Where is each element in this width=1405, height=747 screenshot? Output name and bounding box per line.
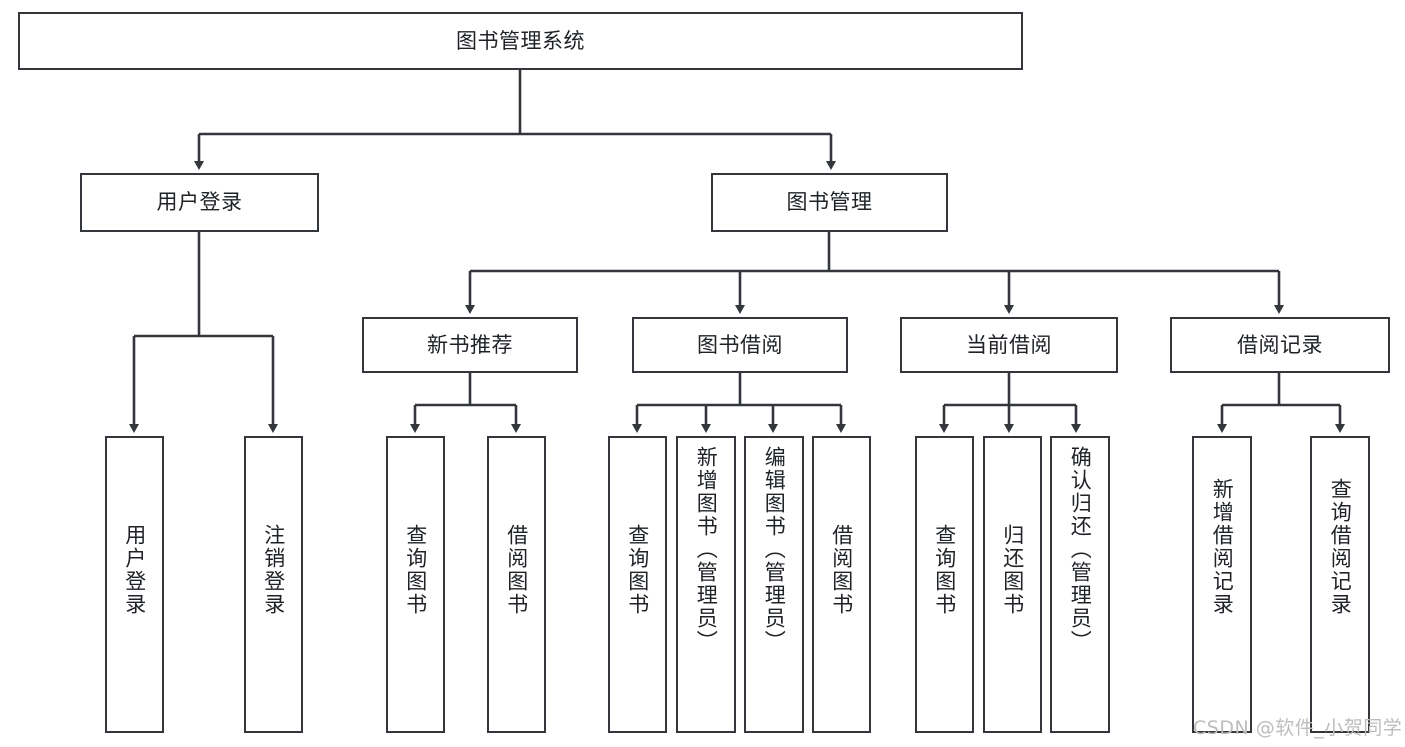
node-leaf-add-book-label: 新增图书（管理员） (694, 446, 719, 653)
node-leaf-query-book-1[interactable]: 查询图书 (386, 436, 445, 733)
node-leaf-return-book[interactable]: 归还图书 (983, 436, 1042, 733)
node-book-borrow[interactable]: 图书借阅 (632, 317, 848, 373)
node-leaf-edit-book-label: 编辑图书（管理员） (762, 446, 787, 653)
node-leaf-logout-label: 注销登录 (261, 524, 286, 616)
node-current-borrow[interactable]: 当前借阅 (900, 317, 1118, 373)
node-leaf-user-login[interactable]: 用户登录 (105, 436, 164, 733)
node-leaf-add-record[interactable]: 新增借阅记录 (1192, 436, 1252, 733)
node-leaf-query-book-3-label: 查询图书 (932, 524, 957, 616)
node-borrow-record-label: 借阅记录 (1237, 332, 1323, 357)
node-leaf-return-book-label: 归还图书 (1000, 524, 1025, 616)
node-leaf-query-record[interactable]: 查询借阅记录 (1310, 436, 1370, 733)
node-leaf-borrow-book-1[interactable]: 借阅图书 (487, 436, 546, 733)
node-leaf-query-book-1-label: 查询图书 (403, 524, 428, 616)
node-leaf-confirm-return[interactable]: 确认归还（管理员） (1050, 436, 1110, 733)
node-root-label: 图书管理系统 (456, 28, 585, 53)
node-leaf-borrow-book-2[interactable]: 借阅图书 (812, 436, 871, 733)
node-leaf-edit-book[interactable]: 编辑图书（管理员） (744, 436, 804, 733)
node-new-book-rec[interactable]: 新书推荐 (362, 317, 578, 373)
watermark-text: CSDN @软件_小贺同学 (1193, 717, 1403, 739)
node-user-login-label: 用户登录 (156, 190, 243, 215)
node-leaf-add-record-label: 新增借阅记录 (1210, 478, 1235, 616)
node-book-borrow-label: 图书借阅 (697, 332, 783, 357)
node-borrow-record[interactable]: 借阅记录 (1170, 317, 1390, 373)
node-leaf-borrow-book-2-label: 借阅图书 (829, 524, 854, 616)
node-leaf-logout[interactable]: 注销登录 (244, 436, 303, 733)
node-leaf-query-record-label: 查询借阅记录 (1328, 478, 1353, 616)
node-root[interactable]: 图书管理系统 (18, 12, 1023, 70)
node-leaf-query-book-2-label: 查询图书 (625, 524, 650, 616)
node-leaf-borrow-book-1-label: 借阅图书 (504, 524, 529, 616)
node-leaf-add-book[interactable]: 新增图书（管理员） (676, 436, 736, 733)
node-user-login[interactable]: 用户登录 (80, 173, 319, 232)
node-leaf-user-login-label: 用户登录 (122, 524, 147, 616)
node-new-book-rec-label: 新书推荐 (427, 332, 513, 357)
node-leaf-query-book-2[interactable]: 查询图书 (608, 436, 667, 733)
node-book-manage-label: 图书管理 (786, 190, 873, 215)
node-leaf-query-book-3[interactable]: 查询图书 (915, 436, 974, 733)
node-current-borrow-label: 当前借阅 (966, 332, 1052, 357)
node-leaf-confirm-return-label: 确认归还（管理员） (1068, 446, 1093, 653)
node-book-manage[interactable]: 图书管理 (711, 173, 948, 232)
